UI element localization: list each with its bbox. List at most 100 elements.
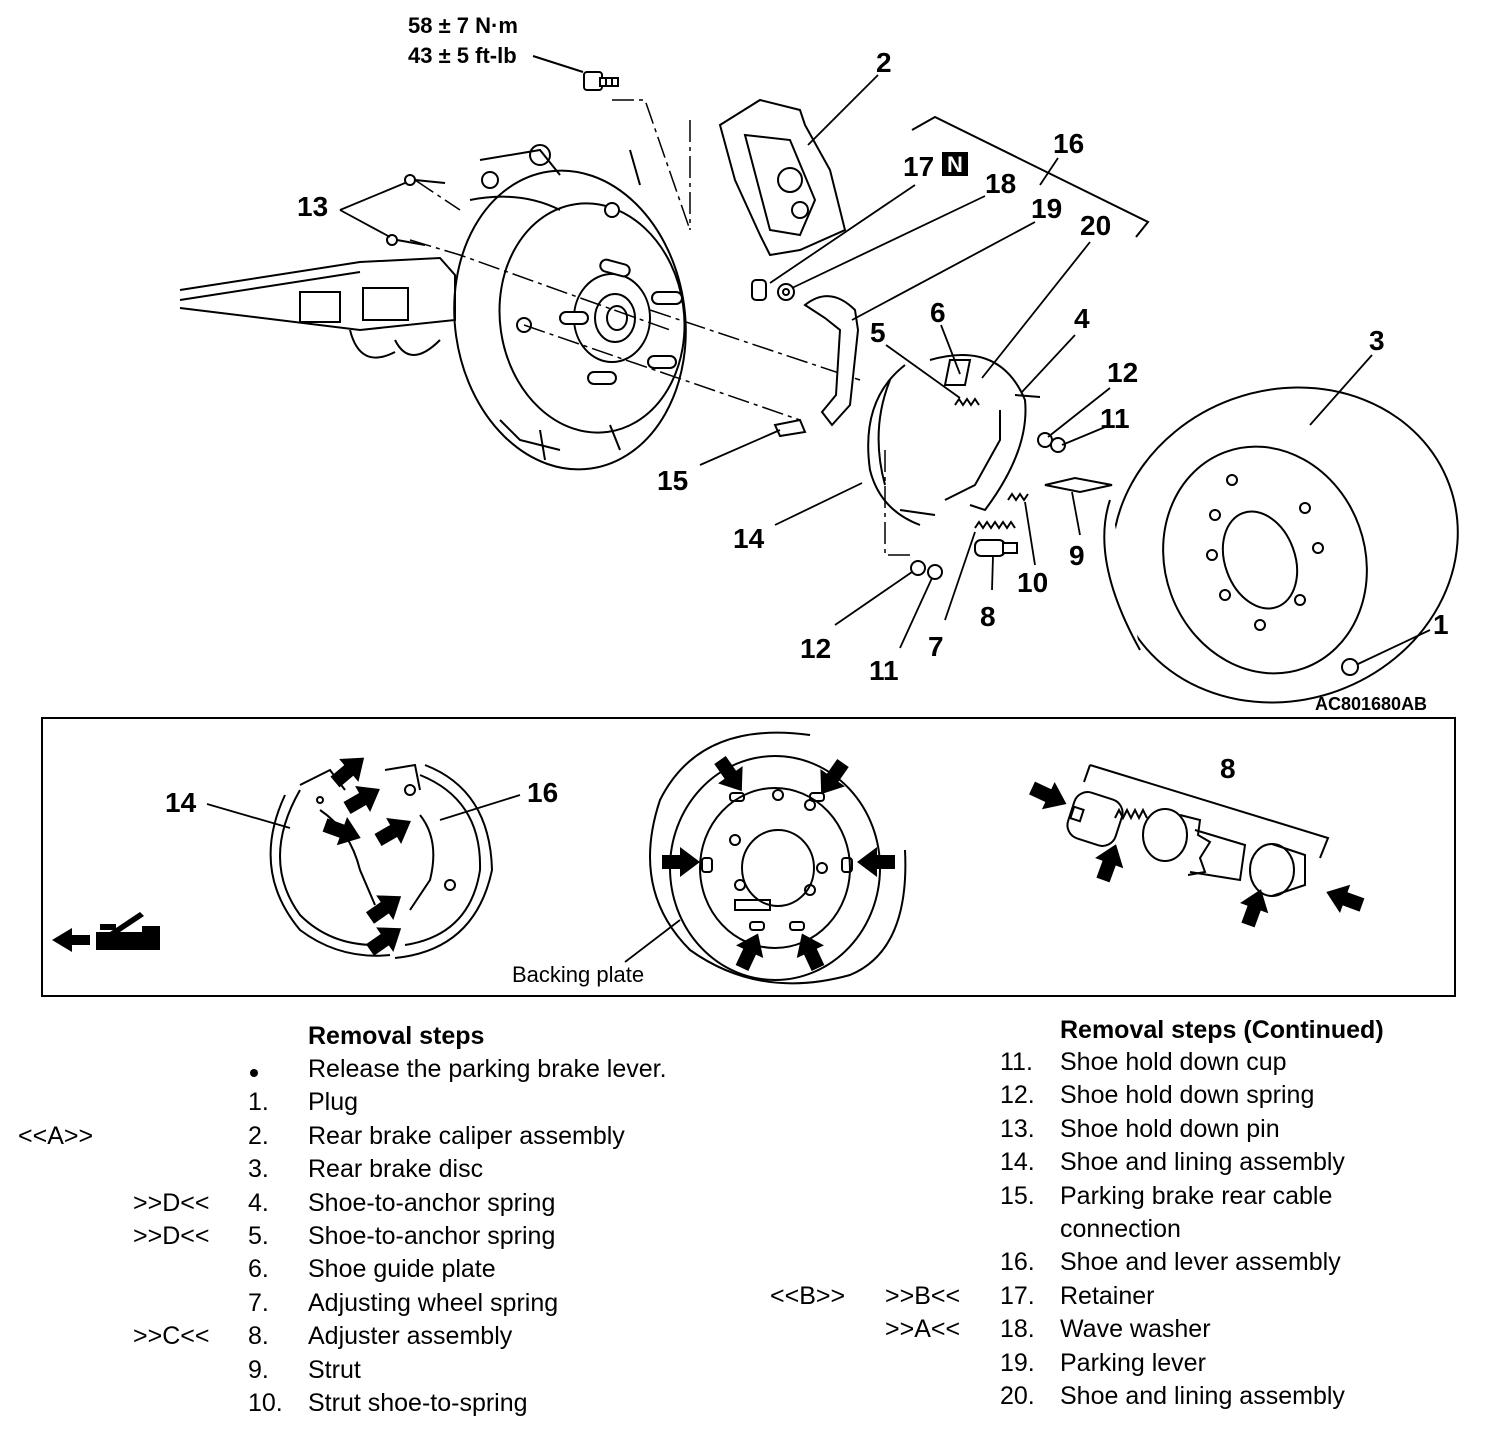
caliper-bolt	[583, 71, 619, 91]
svg-text:43 ± 5 ft-lb: 43 ± 5 ft-lb	[408, 43, 517, 68]
bracket-16	[911, 115, 1150, 238]
step-number: 7.	[248, 1288, 269, 1317]
step-item: 6.Shoe guide plate	[0, 1255, 740, 1288]
callout-16: 16	[1053, 128, 1084, 159]
step-text: Release the parking brake lever.	[308, 1055, 667, 1083]
figure-code: AC801680AB	[1315, 694, 1427, 714]
leader-lines	[339, 74, 1431, 665]
brake-shoes	[867, 354, 1041, 526]
step-item: 20. Shoe and lining assembly	[740, 1382, 1504, 1415]
callout-12: 12	[1107, 357, 1138, 388]
cable-end	[773, 418, 807, 438]
callout-12-lower: 12	[800, 633, 831, 664]
callout-2: 2	[876, 47, 892, 78]
svg-text:16: 16	[527, 777, 558, 808]
step-number: 3.	[248, 1155, 269, 1184]
step-text: Plug	[308, 1088, 359, 1117]
step-item: >>A<<18.Wave washer	[740, 1315, 1504, 1348]
svg-text:58 ± 7 N·m: 58 ± 7 N·m	[408, 13, 518, 38]
step-text: Shoe hold down spring	[1060, 1081, 1315, 1110]
step-text: Shoe and lining assembly	[1060, 1382, 1345, 1410]
callout-14: 14	[733, 523, 765, 554]
callout-17: 17	[903, 151, 934, 182]
step-text: Rear brake disc	[308, 1155, 484, 1184]
strut	[1044, 476, 1113, 494]
inset-shoe-leaders	[206, 794, 521, 829]
step-text: Shoe guide plate	[308, 1255, 496, 1284]
inset-backing-plate	[649, 731, 907, 985]
callout-20: 20	[1080, 210, 1111, 241]
backing-plate-leader	[624, 919, 681, 963]
step-number: 17.	[1000, 1281, 1035, 1310]
step-text: Adjusting wheel spring	[308, 1288, 559, 1317]
step-number: 4.	[248, 1188, 269, 1217]
step-item: 10.Strut shoe-to-spring	[0, 1389, 740, 1422]
step-item: 13. Shoe hold down pin	[740, 1115, 1504, 1148]
step-text: Shoe hold down cup	[1060, 1048, 1287, 1076]
step-text: Parking brake rear cable	[1060, 1181, 1333, 1210]
step-post-reference: >>B<<	[885, 1281, 961, 1310]
step-number: 13.	[1000, 1114, 1035, 1143]
step-number: 1.	[248, 1088, 269, 1117]
step-text: Shoe-to-anchor spring	[308, 1222, 556, 1250]
step-number: 18.	[1000, 1315, 1035, 1344]
callout-11: 11	[1100, 403, 1130, 434]
callout-numbers: 1 2 3 4 5 6 7 8 9 10 11 12 13 14 15 16 1…	[297, 47, 1449, 686]
callout-4: 4	[1074, 303, 1090, 334]
inset-box	[41, 717, 1456, 997]
step-item: 11. Shoe hold down cup	[740, 1048, 1504, 1081]
step-item: 7. Adjusting wheel spring	[0, 1289, 740, 1322]
step-number: 10.	[248, 1389, 283, 1417]
callout-11-lower: 11	[869, 655, 899, 686]
step-post-reference: >>A<<	[885, 1315, 961, 1344]
steps-heading: Removal steps	[308, 1022, 485, 1050]
step-text: Strut	[308, 1355, 361, 1384]
steps-heading-continued: Removal steps (Continued)	[1060, 1016, 1384, 1044]
callout-13: 13	[297, 191, 328, 222]
step-item: 19.Parking lever	[740, 1349, 1504, 1382]
front-direction-icon	[52, 912, 160, 952]
inset-plate-arrows	[662, 751, 895, 975]
inset-shoe-labels: 14 16	[165, 777, 558, 818]
step-text: Shoe hold down pin	[1060, 1114, 1280, 1143]
step-item: <<B>>>>B<<17.Retainer	[740, 1282, 1504, 1315]
plug	[1341, 658, 1359, 676]
callout-5: 5	[870, 317, 886, 348]
backing-plate-label: Backing plate	[512, 962, 644, 987]
trailing-arm	[179, 256, 456, 359]
step-number: 11.	[1000, 1048, 1033, 1076]
svg-text:N: N	[947, 152, 963, 177]
step-item: connection	[740, 1215, 1504, 1248]
callout-1: 1	[1433, 609, 1449, 640]
backing-plate-top	[453, 144, 687, 471]
inset-adjuster	[1066, 764, 1330, 897]
svg-text:14: 14	[165, 787, 197, 818]
step-text: Shoe and lining assembly	[1060, 1148, 1345, 1177]
step-number: 15.	[1000, 1181, 1035, 1210]
bullet-icon	[250, 1069, 258, 1077]
callout-9: 9	[1069, 540, 1085, 571]
step-item: 1. Plug	[0, 1088, 740, 1121]
step-text: connection	[1060, 1215, 1181, 1243]
step-item: <<A>>2.Rear brake caliper assembly	[0, 1122, 740, 1155]
step-item: 3. Rear brake disc	[0, 1155, 740, 1188]
step-item: 15. Parking brake rear cable	[740, 1182, 1504, 1215]
step-number: 9.	[248, 1355, 269, 1384]
retainer-washer	[751, 279, 795, 301]
step-post-reference: >>C<<	[133, 1322, 210, 1351]
step-item: >>D<<4.Shoe-to-anchor spring	[0, 1189, 740, 1222]
step-text: Shoe and lever assembly	[1060, 1248, 1341, 1277]
step-item: 14. Shoe and lining assembly	[740, 1148, 1504, 1181]
step-post-reference: >>D<<	[133, 1222, 210, 1250]
hold-down-cups	[910, 432, 1066, 580]
step-number: 20.	[1000, 1382, 1035, 1410]
step-number: 8.	[248, 1322, 269, 1351]
hold-down-pins	[386, 174, 446, 246]
callout-7: 7	[928, 631, 944, 662]
step-number: 19.	[1000, 1348, 1035, 1377]
step-item: >>C<<8.Adjuster assembly	[0, 1322, 740, 1355]
step-number: 14.	[1000, 1148, 1035, 1177]
brake-caliper	[718, 98, 847, 257]
torque-spec: 58 ± 7 N·m 43 ± 5 ft-lb	[408, 13, 584, 73]
callout-18: 18	[985, 168, 1016, 199]
